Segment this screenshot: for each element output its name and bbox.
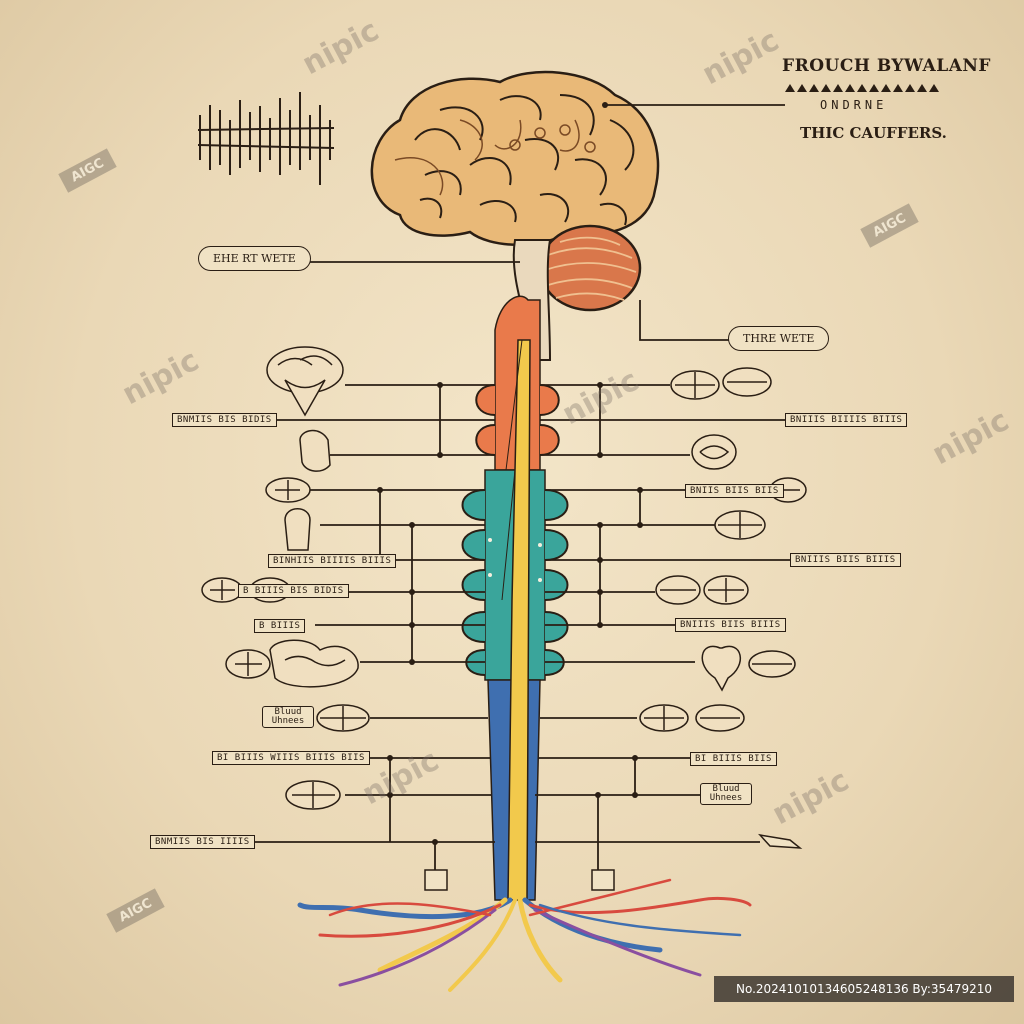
cerebellum-icon xyxy=(538,224,642,312)
organ-oval-icon xyxy=(695,704,745,732)
organ-oval-icon xyxy=(714,510,766,540)
organ-oval-icon xyxy=(655,575,701,605)
waveform-icon xyxy=(197,92,335,185)
lungs-icon xyxy=(701,645,742,692)
label-left-4: B BIIIS xyxy=(254,619,306,633)
image-credit: No.20241010134605248136 By:35479210 xyxy=(714,976,1014,1002)
organ-oval-icon xyxy=(201,577,243,603)
triangle-ornament xyxy=(785,84,939,92)
connector-lines xyxy=(238,104,790,870)
label-right-4: BNIIIS BIIS BIIIS xyxy=(675,618,786,632)
organ-oval-icon xyxy=(748,650,796,678)
bubble-label-left: EHE RT WETE xyxy=(198,246,311,271)
label-right-1: BNIIIS BIIIIS BIIIS xyxy=(785,413,908,427)
organ-oval-icon xyxy=(722,367,772,397)
organ-oval-icon xyxy=(316,704,370,732)
label-left-1: BNMIIS BIS BIDIS xyxy=(172,413,277,427)
header-title-secondary: THIC CAUFFERS. xyxy=(800,124,947,142)
organ-oval-icon xyxy=(265,477,311,503)
organ-icons-left xyxy=(201,346,370,810)
label-left-2: BINHIIS BIIIIS BIIIS xyxy=(268,554,397,568)
intestine-icon xyxy=(269,639,359,688)
label-left-6: BNMIIS BIS IIIIS xyxy=(150,835,255,849)
heart-icon xyxy=(691,434,737,470)
label-right-2: BNIIS BIIS BIIS xyxy=(685,484,784,498)
label-right-5: BI BIIIS BIIS xyxy=(690,752,777,766)
note-left: Bluud Uhnees xyxy=(262,706,314,728)
bubble-label-right: THRE WETE xyxy=(728,326,830,351)
organ-oval-icon xyxy=(703,575,749,605)
note-right: Bluud Uhnees xyxy=(700,783,752,805)
organ-oval-icon xyxy=(670,370,720,400)
arrow-icon xyxy=(757,833,803,849)
organ-oval-icon xyxy=(225,649,271,679)
header-subtitle: ONDRNE xyxy=(820,98,888,112)
organ-oval-icon xyxy=(639,704,689,732)
label-left-3: B BIIIS BIS BIDIS xyxy=(238,584,349,598)
throat-icon xyxy=(284,508,311,551)
nerve-roots xyxy=(297,878,752,992)
header-title: FROUCH BYWALANF xyxy=(782,56,991,76)
label-right-3: BNIIIS BIIS BIIIS xyxy=(790,553,901,567)
label-left-5: BI BIIIS WIIIS BIIIS BIIS xyxy=(212,751,370,765)
mini-brain-icon xyxy=(266,346,344,417)
brain-icon xyxy=(370,70,660,246)
head-profile-icon xyxy=(299,429,331,472)
organ-icons-right xyxy=(639,367,807,732)
organ-oval-icon xyxy=(285,780,341,810)
